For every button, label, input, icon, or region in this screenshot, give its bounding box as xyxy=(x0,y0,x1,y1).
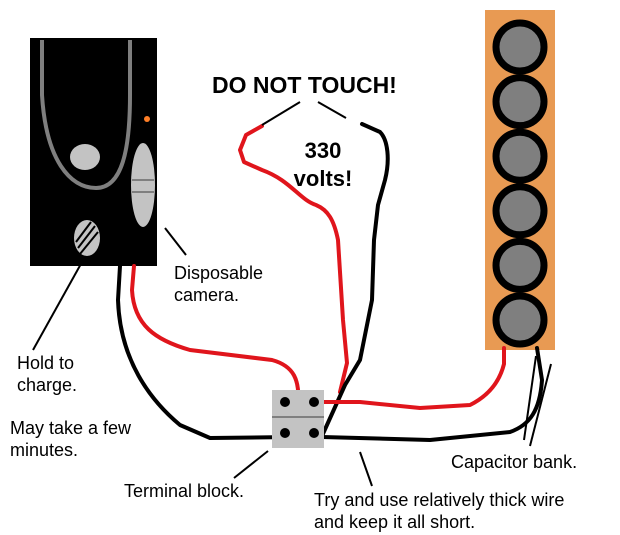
charge-button-hatch-2 xyxy=(79,231,99,255)
camera-led xyxy=(144,116,150,122)
voltage-value: 330 xyxy=(304,138,342,163)
terminal-screw-bottom-left xyxy=(280,428,290,438)
hold-to-charge-label: Hold to charge. xyxy=(17,352,77,396)
capacitor-bank xyxy=(485,10,555,350)
red-wire-loose xyxy=(238,124,349,394)
pointer-disposable-camera xyxy=(164,227,187,256)
wire-advice-line-2: and keep it all short. xyxy=(314,512,476,532)
capacitor-6 xyxy=(492,292,548,348)
capacitor-group xyxy=(492,19,548,348)
charge-time-line-2: minutes. xyxy=(10,440,79,460)
pointer-lines xyxy=(32,101,552,487)
voltage-unit: volts! xyxy=(293,166,353,191)
pointer-capacitor-bank-1 xyxy=(523,355,537,441)
camera-flash xyxy=(131,143,155,227)
red-wire-capacitor xyxy=(316,346,506,410)
terminal-screw-top-left xyxy=(280,397,290,407)
voltage-warning: 330 volts! xyxy=(283,137,363,193)
terminal-screw-bottom-right xyxy=(309,428,319,438)
capacitor-1 xyxy=(492,19,548,75)
capacitor-2 xyxy=(492,74,548,130)
terminal-block xyxy=(272,390,324,448)
camera-label-line-1: Disposable xyxy=(174,263,264,283)
camera-strap-outline xyxy=(40,40,132,191)
charge-time-label: May take a few minutes. xyxy=(10,417,131,461)
charge-button-hatch-3 xyxy=(75,221,92,243)
black-wire-loose xyxy=(320,122,390,438)
wire-advice-line-1: Try and use relatively thick wire xyxy=(314,490,565,510)
do-not-touch-warning: DO NOT TOUCH! xyxy=(212,72,397,98)
pointer-do-not-touch-left xyxy=(261,101,301,126)
hold-label-line-2: charge. xyxy=(17,375,78,395)
capacitor-4 xyxy=(492,183,548,239)
camera-label-line-2: camera. xyxy=(174,285,240,305)
terminal-block-label: Terminal block. xyxy=(124,481,245,501)
hold-label-line-1: Hold to xyxy=(17,353,75,373)
pointer-hold-to-charge xyxy=(32,261,83,351)
pointer-thick-wire xyxy=(359,451,373,487)
camera-lens xyxy=(70,144,100,170)
charge-button-hatch-1 xyxy=(77,225,96,249)
capacitor-3 xyxy=(492,128,548,184)
pointer-capacitor-bank-2 xyxy=(529,363,552,447)
wires xyxy=(116,122,544,442)
black-wire-capacitor xyxy=(320,346,544,442)
camera-label: Disposable camera. xyxy=(174,262,263,306)
pointer-terminal-block xyxy=(233,450,269,479)
charge-time-line-1: May take a few xyxy=(10,418,132,438)
pointer-do-not-touch-right xyxy=(317,101,347,119)
red-wire-camera xyxy=(130,264,301,407)
terminal-screw-top-right xyxy=(309,397,319,407)
disposable-camera xyxy=(30,38,157,266)
wire-advice-label: Try and use relatively thick wire and ke… xyxy=(314,489,564,533)
capacitor-bank-label: Capacitor bank. xyxy=(451,452,578,472)
capacitor-5 xyxy=(492,237,548,293)
black-wire-camera xyxy=(116,264,294,440)
